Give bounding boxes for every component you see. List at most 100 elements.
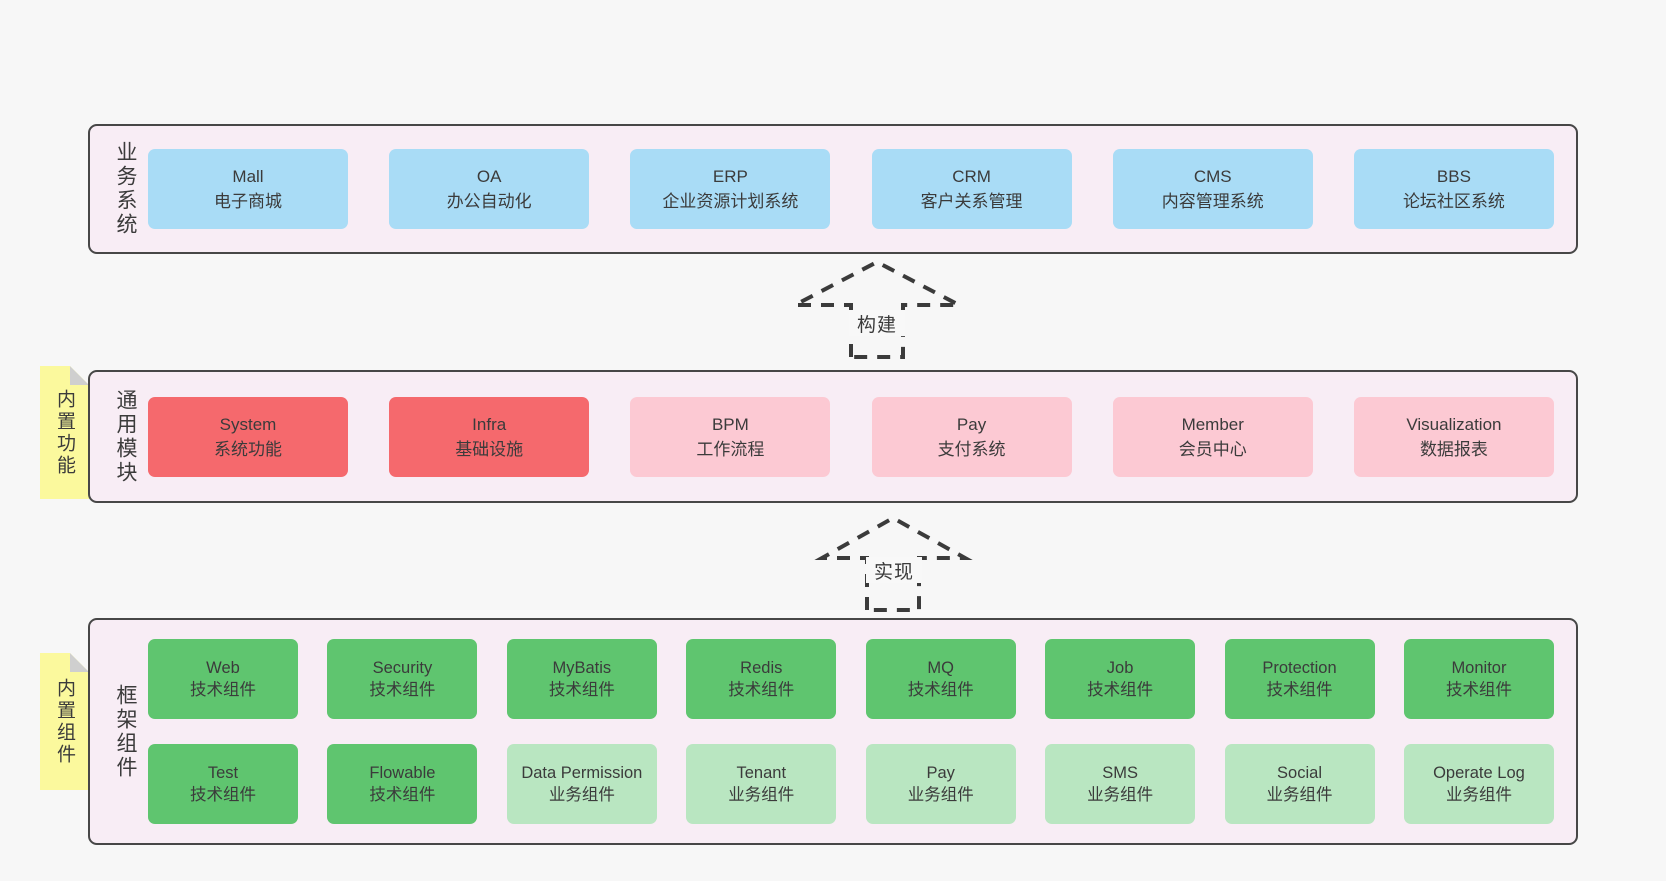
box-subtitle: 技术组件 [190,786,256,804]
box-operate-log: Operate Log 业务组件 [1403,744,1554,824]
framework-components-boxes: Web 技术组件 Security 技术组件 MyBatis 技术组件 Redi… [136,639,1576,824]
box-title: Tenant [736,764,787,782]
box-visualization: Visualization 数据报表 [1353,396,1554,477]
box-subtitle: 业务组件 [548,786,615,804]
box-tenant: Tenant 业务组件 [686,744,837,824]
box-title: CRM [952,167,991,186]
box-title: Monitor [1451,659,1507,677]
box-title: Data Permission [521,764,643,782]
box-web: Web 技术组件 [148,639,298,719]
box-monitor: Monitor 技术组件 [1403,639,1554,719]
box-title: Redis [740,659,783,677]
box-title: Pay [926,764,955,782]
sticky-fold-corner-icon [70,653,89,672]
box-cms: CMS 内容管理系统 [1112,149,1313,229]
box-social: Social 业务组件 [1224,744,1375,824]
box-title: Flowable [369,764,436,782]
framework-components-panel: 框架组件 Web 技术组件 Security 技术组件 MyBatis 技术组件… [88,618,1578,845]
builtin-features-sticky-label: 内置功能 [54,388,75,477]
box-title: Member [1181,414,1244,434]
box-title: Pay [956,414,987,434]
implement-arrow-label: 实现 [866,557,922,583]
box-subtitle: 支付系统 [937,439,1006,459]
box-mq: MQ 技术组件 [865,639,1016,719]
box-title: System [219,414,277,434]
box-subtitle: 技术组件 [1266,681,1333,699]
box-title: SMS [1102,764,1138,782]
box-subtitle: 业务组件 [1087,786,1154,804]
box-subtitle: 业务组件 [1445,786,1512,804]
box-title: Operate Log [1433,764,1525,782]
box-title: CMS [1193,167,1232,186]
box-mall: Mall 电子商城 [148,149,348,229]
box-title: Web [206,659,240,677]
box-subtitle: 内容管理系统 [1161,192,1264,211]
box-redis: Redis 技术组件 [686,639,837,719]
box-erp: ERP 企业资源计划系统 [630,149,831,229]
box-oa: OA 办公自动化 [389,149,590,229]
box-pay-component: Pay 业务组件 [865,744,1016,824]
builtin-components-sticky-label: 内置组件 [54,677,75,766]
box-subtitle: 业务组件 [728,786,795,804]
box-subtitle: 办公自动化 [446,192,532,211]
box-title: MQ [927,659,954,677]
box-flowable: Flowable 技术组件 [327,744,478,824]
box-title: Test [207,764,239,782]
business-systems-label: 业务系统 [114,141,137,237]
common-modules-boxes: System 系统功能 Infra 基础设施 BPM 工作流程 Pay 支付系统… [136,396,1576,477]
common-modules-panel: 通用模块 System 系统功能 Infra 基础设施 BPM 工作流程 Pay… [88,370,1578,503]
implement-arrow-icon [814,515,973,612]
business-systems-panel: 业务系统 Mall 电子商城 OA 办公自动化 ERP 企业资源计划系统 CRM… [88,124,1578,254]
box-subtitle: 技术组件 [369,786,436,804]
box-title: OA [476,167,502,186]
box-title: Visualization [1406,414,1502,434]
framework-row-2: Test 技术组件 Flowable 技术组件 Data Permission … [148,744,1554,824]
box-title: BBS [1436,167,1471,186]
box-subtitle: 技术组件 [548,681,615,699]
box-system: System 系统功能 [148,396,348,477]
box-subtitle: 技术组件 [190,681,256,699]
box-job: Job 技术组件 [1045,639,1196,719]
box-title: Security [372,659,433,677]
box-sms: SMS 业务组件 [1045,744,1196,824]
box-bbs: BBS 论坛社区系统 [1353,149,1554,229]
common-modules-label: 通用模块 [114,388,137,485]
box-subtitle: 会员中心 [1178,439,1247,459]
box-subtitle: 技术组件 [907,681,974,699]
box-title: BPM [711,414,749,434]
framework-row-1: Web 技术组件 Security 技术组件 MyBatis 技术组件 Redi… [148,639,1554,719]
business-systems-boxes: Mall 电子商城 OA 办公自动化 ERP 企业资源计划系统 CRM 客户关系… [136,149,1576,229]
box-data-permission: Data Permission 业务组件 [506,744,657,824]
box-subtitle: 论坛社区系统 [1402,192,1505,211]
box-subtitle: 数据报表 [1419,439,1488,459]
box-subtitle: 技术组件 [369,681,436,699]
box-subtitle: 业务组件 [907,786,974,804]
builtin-components-sticky: 内置组件 [40,653,89,790]
box-subtitle: 工作流程 [696,439,765,459]
box-subtitle: 业务组件 [1266,786,1333,804]
box-title: Protection [1262,659,1337,677]
box-subtitle: 客户关系管理 [920,192,1023,211]
box-title: Job [1106,659,1134,677]
box-infra: Infra 基础设施 [389,396,590,477]
box-subtitle: 技术组件 [728,681,795,699]
box-subtitle: 企业资源计划系统 [662,192,799,211]
framework-components-label: 框架组件 [114,683,137,780]
box-title: MyBatis [552,659,612,677]
box-title: Mall [232,167,264,186]
build-arrow-label: 构建 [849,310,905,336]
box-title: Infra [472,414,507,434]
box-subtitle: 基础设施 [455,439,524,459]
box-subtitle: 技术组件 [1087,681,1154,699]
box-security: Security 技术组件 [327,639,478,719]
sticky-fold-corner-icon [70,366,89,385]
box-title: ERP [712,167,748,186]
box-subtitle: 电子商城 [214,192,282,211]
box-protection: Protection 技术组件 [1224,639,1375,719]
box-subtitle: 技术组件 [1445,681,1512,699]
box-title: Social [1277,764,1322,782]
build-arrow-icon [794,259,960,359]
builtin-features-sticky: 内置功能 [40,366,89,499]
box-crm: CRM 客户关系管理 [871,149,1072,229]
box-bpm: BPM 工作流程 [630,396,831,477]
